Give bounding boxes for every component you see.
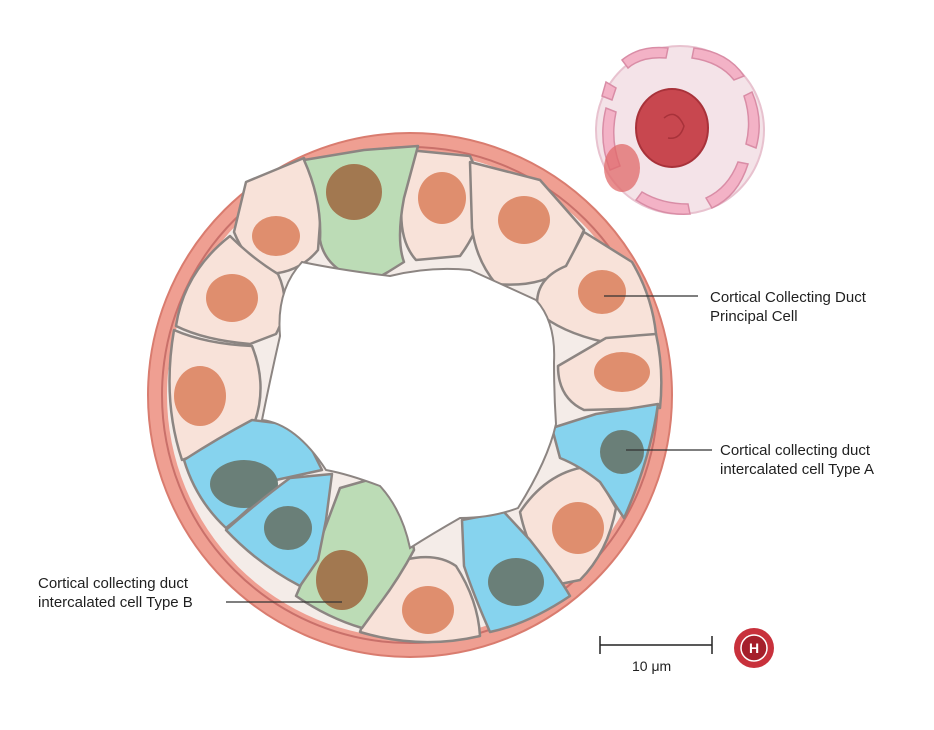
principal-nucleus bbox=[498, 196, 550, 244]
dark-nucleus bbox=[600, 430, 644, 474]
principal-nucleus bbox=[578, 270, 626, 314]
principal-nucleus bbox=[402, 586, 454, 634]
principal-nucleus bbox=[594, 352, 650, 392]
capillary bbox=[595, 45, 765, 215]
logo-letter: H bbox=[749, 640, 759, 656]
scale-bar-label: 10 μm bbox=[632, 658, 672, 674]
principal-nucleus bbox=[552, 502, 604, 554]
type-a-cell-label: Cortical collecting duct intercalated ce… bbox=[720, 442, 874, 478]
lumen bbox=[260, 260, 558, 550]
principal-cell-label: Cortical Collecting Duct Principal Cell bbox=[710, 289, 866, 325]
principal-nucleus bbox=[252, 216, 300, 256]
dark-nucleus bbox=[264, 506, 312, 550]
type-b-cell-label: Cortical collecting duct intercalated ce… bbox=[38, 575, 193, 611]
red-blood-cell bbox=[635, 88, 709, 168]
brand-logo: H bbox=[734, 628, 774, 668]
epithelial-cells bbox=[168, 144, 663, 644]
dark-nucleus bbox=[488, 558, 544, 606]
scale-bar bbox=[599, 636, 713, 654]
principal-nucleus bbox=[418, 172, 466, 224]
olive-nucleus bbox=[316, 550, 368, 610]
dark-nucleus bbox=[210, 460, 278, 508]
principal-nucleus bbox=[174, 366, 226, 426]
olive-nucleus bbox=[326, 164, 382, 220]
principal-nucleus bbox=[206, 274, 258, 322]
